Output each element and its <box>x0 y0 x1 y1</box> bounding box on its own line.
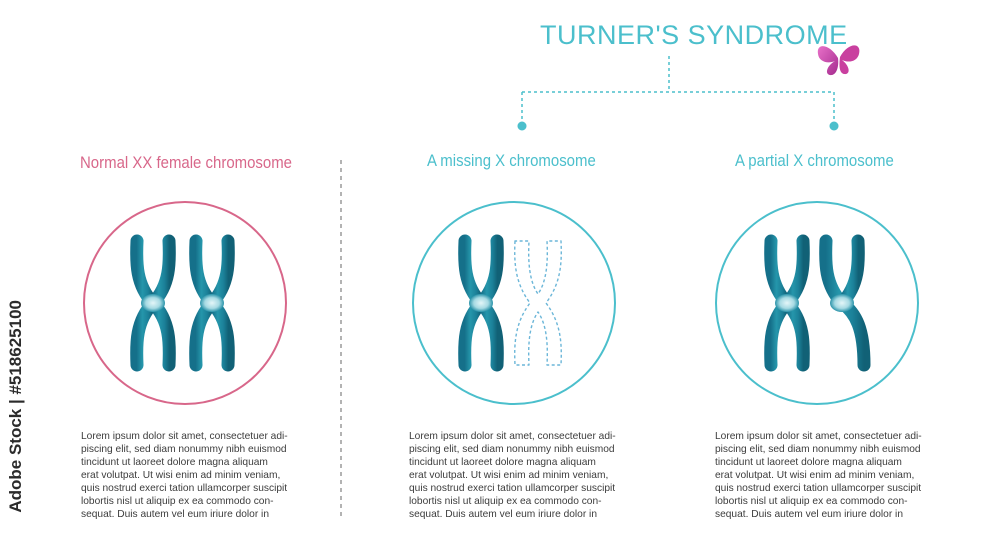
stock-credit-text: Adobe Stock | #518625100 <box>6 300 25 513</box>
connector-dot-left <box>517 121 527 131</box>
chromosome-x-missing-outline <box>514 240 562 366</box>
chromosome-x-normal <box>771 241 804 365</box>
panel-1-heading: Normal XX female chromosome <box>80 153 293 172</box>
title-connector <box>517 56 839 131</box>
chromosome-x-1 <box>137 241 170 365</box>
panel-2-circle <box>412 201 616 405</box>
panel-2-heading: A missing X chromosome <box>427 151 596 170</box>
chromosome-x-2 <box>196 241 229 365</box>
connector-dot-right <box>829 121 839 131</box>
chromosome-x-partial <box>826 241 864 365</box>
chromosome-x-present <box>465 241 498 365</box>
panel-3-heading: A partial X chromosome <box>735 151 894 170</box>
panel-1-body-text: Lorem ipsum dolor sit amet, consectetuer… <box>81 431 288 520</box>
panel-1-circle <box>83 201 287 405</box>
panel-3-circle <box>715 201 919 405</box>
panel-2-body-text: Lorem ipsum dolor sit amet, consectetuer… <box>409 431 616 520</box>
butterfly-icon <box>817 45 860 76</box>
stock-credit: Adobe Stock | #518625100 <box>6 300 30 530</box>
panel-3-body-text: Lorem ipsum dolor sit amet, consectetuer… <box>715 431 922 520</box>
page-title: TURNER'S SYNDROME <box>540 20 848 50</box>
